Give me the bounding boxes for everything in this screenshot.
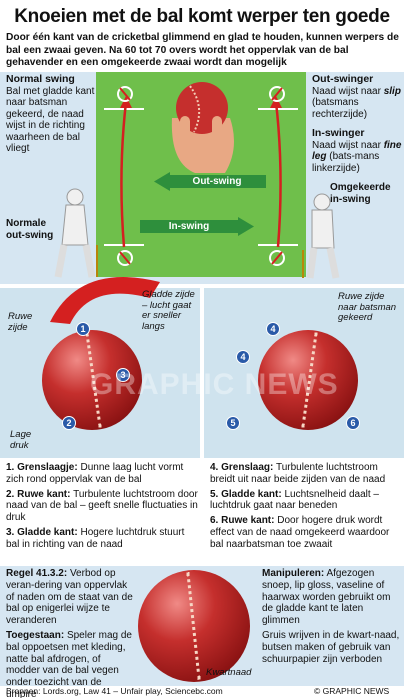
bowler-figure-right [302,193,340,279]
marker-3: 3 [116,368,130,382]
outswinger-label: Out-swinger Naad wijst naar slip (batsma… [312,73,401,120]
normal-swing-label: Normal swing Bal met gladde kant naar ba… [6,73,95,154]
intro-text: Door één kant van de cricketbal glimmend… [6,32,399,68]
rule-text: Regel 41.3.2: Verbod op veran-dering van… [6,568,133,698]
arrow-right-icon [238,217,254,236]
ball-orientation-icon [269,250,285,266]
explain-item: 1. Grenslaagje: Dunne laag lucht vormt z… [6,462,184,485]
bowler-figure-left [54,188,98,278]
marker-4b: 4 [236,350,250,364]
marker-1: 1 [76,322,90,336]
cricket-ball-right [258,330,358,430]
low-pressure-label: Lage druk [10,429,32,451]
ball-orientation-icon [117,250,133,266]
out-swing-arrow: Out-swing [168,175,266,188]
in-swing-arrow: In-swing [140,220,238,233]
page-title: Knoeien met de bal komt werper ten goede [14,6,390,27]
explain-left-list: 1. Grenslaagje: Dunne laag lucht vormt z… [6,462,198,551]
explain-item: 5. Gladde kant: Luchtsnelheid daalt – lu… [210,488,379,512]
quarter-seam-label: Kwartnaad [206,667,252,678]
explain-item: 4. Grenslaag: Turbulente luchtstroom bre… [210,462,386,485]
ball-orientation-icon [117,86,133,102]
reverse-inswing-label: Omgekeerde in-swing [330,182,391,205]
manipulation-text: Manipuleren: Afgezogen snoep, lip gloss,… [262,568,400,665]
explain-item: 3. Gladde kant: Hogere luchtdruk stuurt … [6,526,185,550]
explain-item: 6. Ruwe kant: Door hogere druk wordt eff… [210,515,390,550]
explain-item: 2. Ruwe kant: Turbulente luchtstroom doo… [6,488,198,524]
sources: Bronnen: Lords.org, Law 41 – Unfair play… [6,686,223,696]
swing-trajectory-arrows [120,96,282,248]
normal-outswing-label: Normale out-swing [6,218,54,241]
marker-6: 6 [346,416,360,430]
arrow-left-icon [154,172,170,191]
copyright: © GRAPHIC NEWS [314,686,390,696]
inswinger-label: In-swinger Naad wijst naar fine leg (bat… [312,127,402,174]
rough-side-batsman-label: Ruwe zijde naar batsman gekeerd [338,291,397,323]
smooth-side-label: Gladde zijde – lucht gaat er sneller lan… [142,289,195,332]
rough-side-label: Ruwe zijde [8,311,33,333]
explain-right-list: 4. Grenslaag: Turbulente luchtstroom bre… [210,462,402,551]
marker-5: 5 [226,416,240,430]
ball-orientation-icon [269,86,285,102]
cricket-ball-bottom [138,570,250,682]
swing-arrow-big [50,277,160,324]
marker-2: 2 [62,416,76,430]
watermark: GRAPHIC NEWS [90,368,339,401]
hand-holding-ball-illustration [171,82,234,173]
marker-4a: 4 [266,322,280,336]
